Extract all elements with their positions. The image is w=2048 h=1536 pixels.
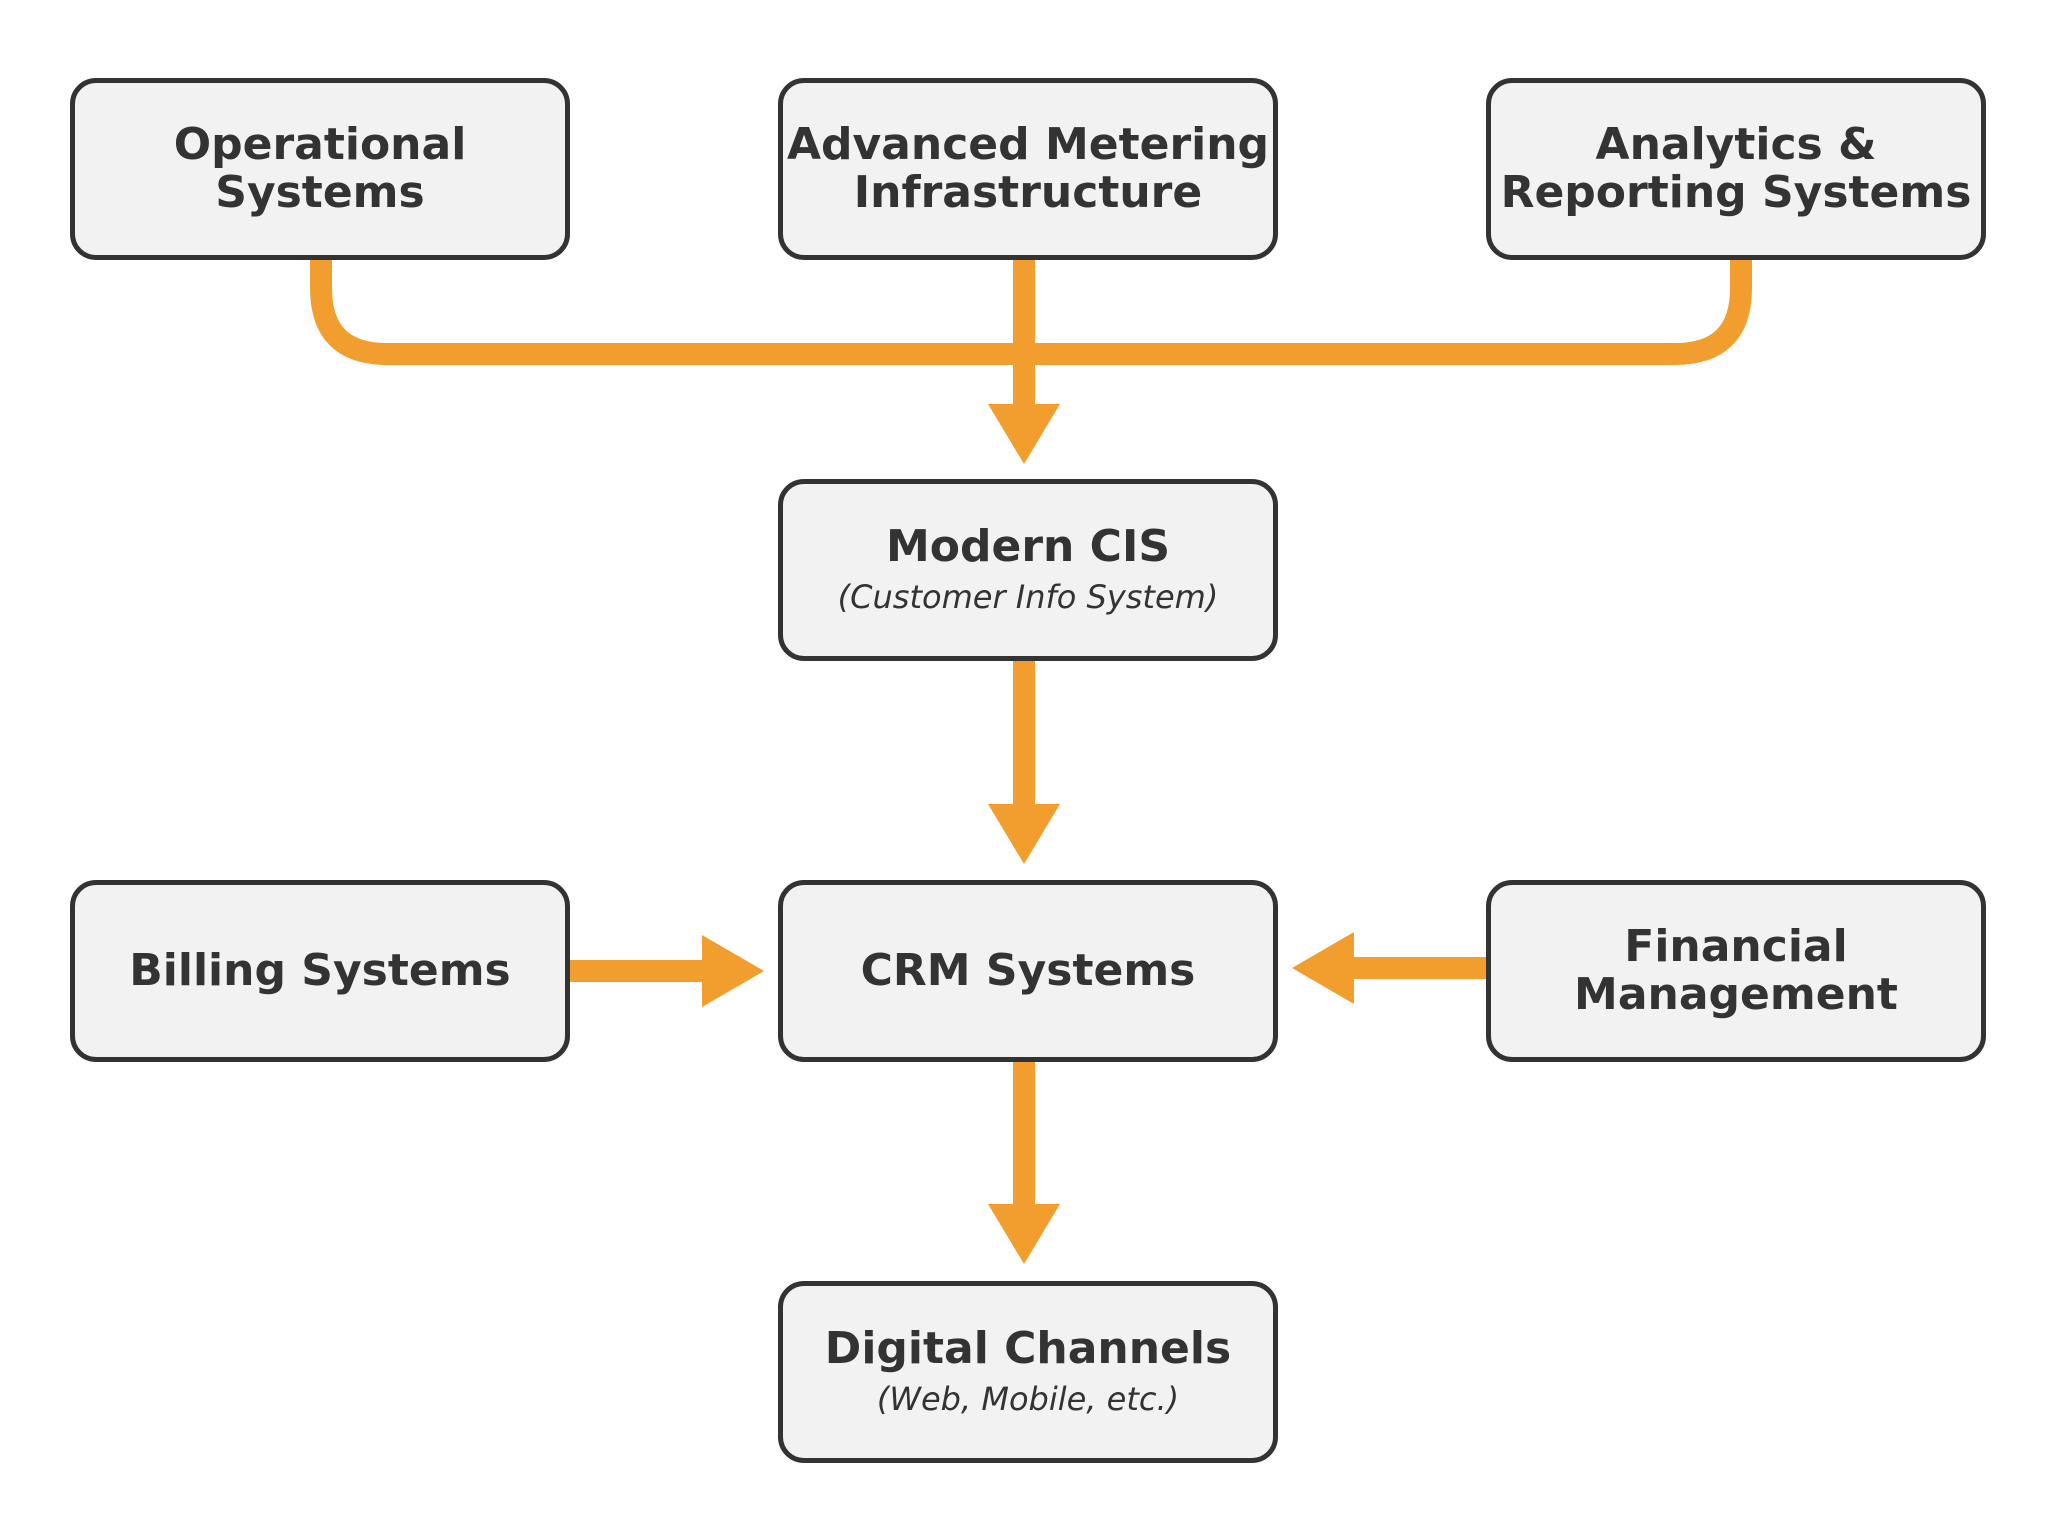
node-title: Billing Systems [129,945,511,996]
arrowhead-into-crm-right [1292,932,1354,1004]
node-subtitle: (Customer Info System) [837,578,1219,616]
connector-operational-to-cis [310,260,1024,365]
node-title: CRM Systems [860,945,1196,996]
connector-analytics-to-cis [1024,260,1752,365]
advanced-metering-infrastructure-node: Advanced Metering Infrastructure [778,78,1278,260]
digital-channels-node: Digital Channels (Web, Mobile, etc.) [778,1281,1278,1463]
operational-systems-node: Operational Systems [70,78,570,260]
arrowhead-into-crm-left [702,935,764,1007]
crm-systems-node: CRM Systems [778,880,1278,1062]
node-title: Modern CIS [885,521,1171,572]
node-title: Digital Channels [824,1323,1232,1374]
billing-systems-node: Billing Systems [70,880,570,1062]
arrowhead-into-crm-top [988,804,1060,864]
node-title: Financial Management [1574,921,1898,1020]
arrowhead-into-digital [988,1204,1060,1264]
analytics-reporting-systems-node: Analytics & Reporting Systems [1486,78,1986,260]
modern-cis-node: Modern CIS (Customer Info System) [778,479,1278,661]
arrowhead-into-cis [988,404,1060,464]
node-title: Advanced Metering Infrastructure [786,119,1270,218]
node-title: Operational Systems [173,119,467,218]
node-title: Analytics & Reporting Systems [1500,119,1972,218]
node-subtitle: (Web, Mobile, etc.) [876,1380,1180,1418]
financial-management-node: Financial Management [1486,880,1986,1062]
